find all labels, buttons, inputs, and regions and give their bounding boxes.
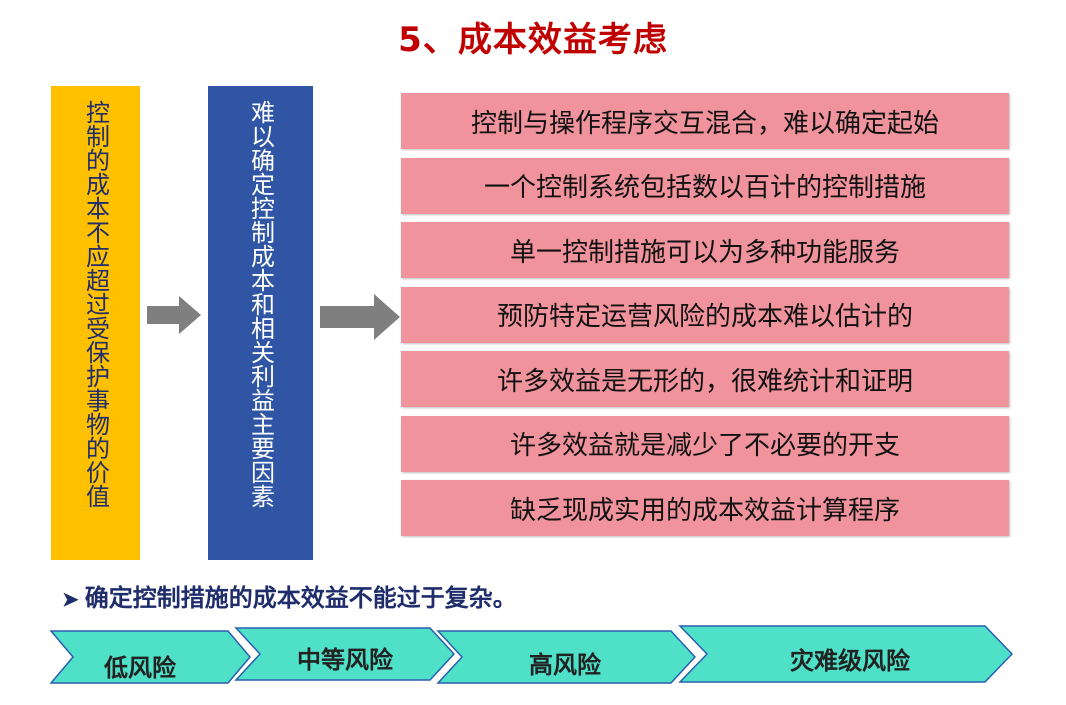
- list-item: 控制与操作程序交互混合，难以确定起始: [401, 93, 1009, 149]
- summary-note-text: 确定控制措施的成本效益不能过于复杂。: [84, 583, 517, 612]
- page-title: 5、成本效益考虑: [398, 20, 668, 60]
- risk-label-low: 低风险: [104, 654, 176, 682]
- cost-principle-text: 控制的成本不应超过受保护事物的价值: [81, 100, 110, 508]
- risk-label-medium: 中等风险: [297, 646, 393, 674]
- arrow-bullet-icon: ➤: [62, 587, 79, 611]
- list-item: 许多效益就是减少了不必要的开支: [401, 415, 1009, 472]
- difficulty-text: 难以确定控制成本和相关利益主要因素: [246, 100, 275, 508]
- difficulty-box: 难以确定控制成本和相关利益主要因素: [208, 86, 313, 560]
- arrow-right-icon: [147, 296, 201, 334]
- factor-list: 控制与操作程序交互混合，难以确定起始 一个控制系统包括数以百计的控制措施 单一控…: [401, 93, 1009, 545]
- cost-principle-box: 控制的成本不应超过受保护事物的价值: [51, 86, 140, 560]
- list-item: 缺乏现成实用的成本效益计算程序: [401, 480, 1009, 536]
- arrow-right-icon: [320, 294, 400, 340]
- list-item: 预防特定运营风险的成本难以估计的: [401, 286, 1009, 343]
- list-item: 单一控制措施可以为多种功能服务: [401, 222, 1009, 278]
- list-item: 许多效益是无形的，很难统计和证明: [401, 351, 1009, 407]
- risk-label-high: 高风险: [529, 651, 601, 679]
- list-item: 一个控制系统包括数以百计的控制措施: [401, 157, 1009, 214]
- risk-label-catastrophic: 灾难级风险: [790, 647, 910, 675]
- summary-note: ➤确定控制措施的成本效益不能过于复杂。: [62, 578, 517, 613]
